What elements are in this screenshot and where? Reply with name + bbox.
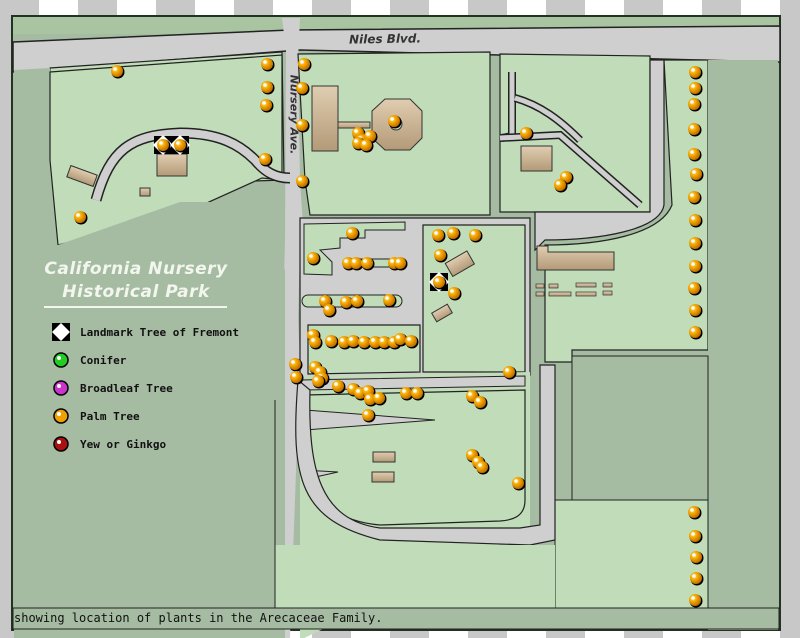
palm-tree-marker[interactable] <box>347 335 361 349</box>
road-label-niles: Niles Blvd. <box>348 31 422 47</box>
palm-tree-marker[interactable] <box>323 304 337 318</box>
legend-item-conifer: Conifer <box>50 346 239 374</box>
palm-tree-marker[interactable] <box>111 65 125 79</box>
palm-tree-marker[interactable] <box>447 227 461 241</box>
legend-label: Broadleaf Tree <box>80 381 173 395</box>
palm-tree-marker[interactable] <box>434 249 448 263</box>
palm-tree-marker[interactable] <box>332 380 346 394</box>
palm-tree-marker[interactable] <box>296 175 310 189</box>
palm-tree-marker[interactable] <box>448 287 462 301</box>
legend-label: Landmark Tree of Fremont <box>80 325 239 339</box>
palm-tree-marker[interactable] <box>503 366 517 380</box>
palm-tree-marker[interactable] <box>689 326 703 340</box>
palm-tree-marker[interactable] <box>260 99 274 113</box>
legend-label: Yew or Ginkgo <box>80 437 167 451</box>
palm-tree-marker[interactable] <box>554 179 568 193</box>
palm-tree-marker[interactable] <box>689 237 703 251</box>
palm-tree-marker[interactable] <box>433 276 447 290</box>
map-legend: Landmark Tree of Fremont Conifer Broadle… <box>50 318 239 458</box>
legend-item-broadleaf: Broadleaf Tree <box>50 374 239 402</box>
legend-item-palm: Palm Tree <box>50 402 239 430</box>
palm-tree-marker[interactable] <box>74 211 88 225</box>
palm-tree-marker[interactable] <box>690 168 704 182</box>
palm-tree-marker[interactable] <box>298 58 312 72</box>
palm-tree-marker[interactable] <box>309 336 323 350</box>
palm-tree-marker[interactable] <box>689 530 703 544</box>
palm-tree-marker[interactable] <box>688 123 702 137</box>
palm-tree-marker[interactable] <box>512 477 526 491</box>
landmark-markers <box>153 135 449 292</box>
palm-tree-marker[interactable] <box>689 214 703 228</box>
palm-tree-marker[interactable] <box>688 506 702 520</box>
palm-tree-marker[interactable] <box>690 572 704 586</box>
road-label-nursery: Nursery Ave. <box>287 74 301 155</box>
landmark-diamond-icon <box>50 321 72 343</box>
map-caption: showing location of plants in the Arecac… <box>14 611 383 625</box>
park-title-line2: Historical Park <box>62 282 210 302</box>
palm-dot-icon <box>50 405 72 427</box>
palm-tree-marker[interactable] <box>688 282 702 296</box>
palm-tree-marker[interactable] <box>388 115 402 129</box>
conifer-dot-icon <box>50 349 72 371</box>
palm-tree-marker[interactable] <box>378 336 392 350</box>
palm-tree-marker[interactable] <box>689 594 703 608</box>
palm-tree-marker[interactable] <box>259 153 273 167</box>
palm-tree-marker[interactable] <box>394 333 408 347</box>
palm-tree-marker[interactable] <box>400 387 414 401</box>
palm-tree-marker[interactable] <box>520 127 534 141</box>
palm-tree-marker[interactable] <box>296 119 310 133</box>
palm-tree-marker[interactable] <box>688 148 702 162</box>
palm-tree-marker[interactable] <box>174 139 188 153</box>
palm-tree-marker[interactable] <box>689 260 703 274</box>
legend-item-yew: Yew or Ginkgo <box>50 430 239 458</box>
palm-tree-marker[interactable] <box>340 296 354 310</box>
palm-tree-marker[interactable] <box>469 229 483 243</box>
palm-tree-marker[interactable] <box>261 58 275 72</box>
legend-label: Palm Tree <box>80 409 140 423</box>
park-title-line1: California Nursery <box>44 259 228 279</box>
palm-tree-marker[interactable] <box>688 98 702 112</box>
park-title: California Nursery Historical Park <box>36 258 236 304</box>
palm-tree-marker[interactable] <box>346 227 360 241</box>
palm-tree-marker[interactable] <box>364 130 378 144</box>
yew-dot-icon <box>50 433 72 455</box>
palm-tree-marker[interactable] <box>360 139 374 153</box>
palm-tree-marker[interactable] <box>312 375 326 389</box>
title-underline <box>44 306 227 308</box>
palm-tree-marker[interactable] <box>432 229 446 243</box>
palm-tree-marker[interactable] <box>373 392 387 406</box>
legend-item-landmark: Landmark Tree of Fremont <box>50 318 239 346</box>
palm-tree-marker[interactable] <box>690 551 704 565</box>
palm-tree-marker[interactable] <box>261 81 275 95</box>
palm-tree-marker[interactable] <box>688 191 702 205</box>
palm-tree-marker[interactable] <box>157 139 171 153</box>
legend-label: Conifer <box>80 353 127 367</box>
palm-tree-marker[interactable] <box>290 371 304 385</box>
palm-tree-marker[interactable] <box>350 257 364 271</box>
palm-tree-marker[interactable] <box>411 387 425 401</box>
palm-tree-marker[interactable] <box>383 294 397 308</box>
palm-markers <box>74 58 704 608</box>
palm-tree-marker[interactable] <box>307 252 321 266</box>
palm-tree-marker[interactable] <box>474 396 488 410</box>
palm-tree-marker[interactable] <box>476 461 490 475</box>
palm-tree-marker[interactable] <box>289 358 303 372</box>
palm-tree-marker[interactable] <box>394 257 408 271</box>
palm-tree-marker[interactable] <box>296 82 310 96</box>
palm-tree-marker[interactable] <box>362 409 376 423</box>
palm-tree-marker[interactable] <box>689 304 703 318</box>
palm-tree-marker[interactable] <box>351 295 365 309</box>
palm-tree-marker[interactable] <box>358 336 372 350</box>
palm-tree-marker[interactable] <box>689 82 703 96</box>
palm-tree-marker[interactable] <box>405 335 419 349</box>
palm-tree-marker[interactable] <box>361 257 375 271</box>
broadleaf-dot-icon <box>50 377 72 399</box>
palm-tree-marker[interactable] <box>689 66 703 80</box>
palm-tree-marker[interactable] <box>325 335 339 349</box>
